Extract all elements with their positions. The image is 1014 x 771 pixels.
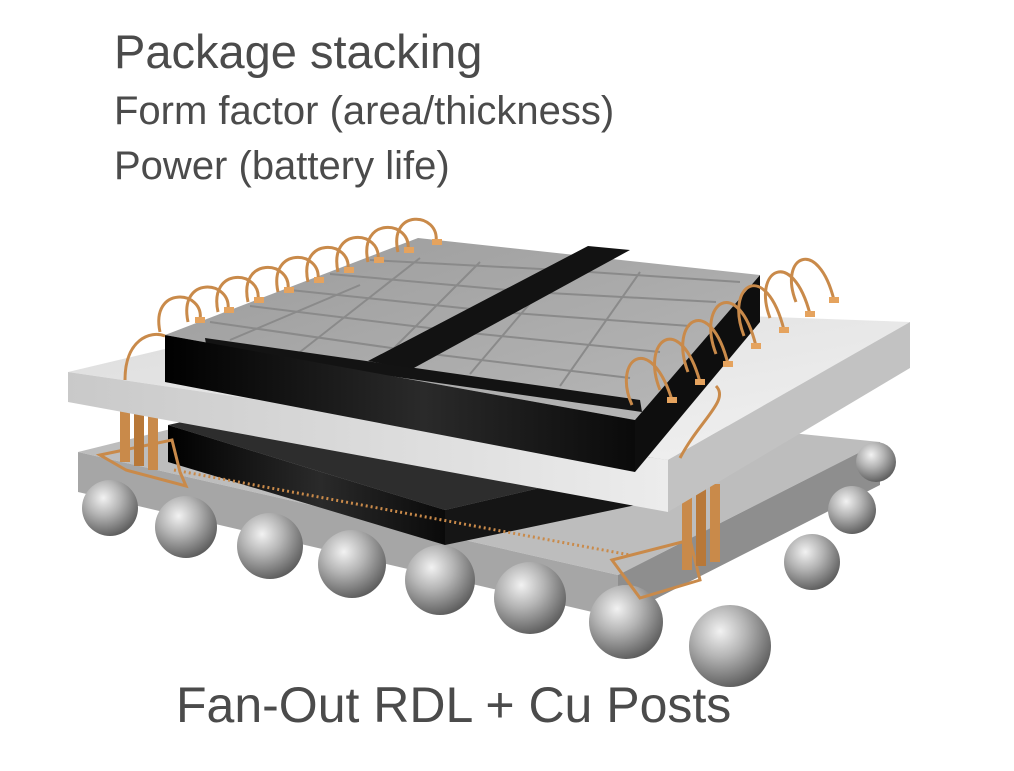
page-title: Package stacking <box>114 25 483 78</box>
wire-bond-icon <box>335 236 380 273</box>
copper-posts <box>120 392 720 570</box>
wire-bond-icon <box>275 256 320 293</box>
solder-ball-icon <box>155 496 217 558</box>
solder-ball-icon <box>82 480 138 536</box>
solder-ball-icon <box>318 530 386 598</box>
wire-bond-icon <box>737 284 786 337</box>
wire-bond-icon <box>157 295 202 333</box>
copper-post-icon <box>696 488 706 566</box>
wire-bond-icon <box>790 257 836 303</box>
solder-ball-icon <box>689 605 771 687</box>
wire-bond-icon <box>305 246 350 283</box>
wire-bond-icon <box>245 266 290 303</box>
solder-ball-icon <box>856 442 896 482</box>
copper-post-icon <box>710 484 720 562</box>
solder-balls <box>82 442 896 687</box>
bullet-power: Power (battery life) <box>114 144 450 188</box>
copper-post-icon <box>134 396 144 466</box>
solder-ball-icon <box>589 585 663 659</box>
wire-bond-icon <box>395 217 438 253</box>
copper-post-icon <box>148 400 158 470</box>
wire-bond-icon <box>215 276 260 313</box>
wire-bond-icon <box>123 332 166 381</box>
wire-bond-icon <box>624 356 674 406</box>
wire-bond-icon <box>365 226 410 263</box>
solder-ball-icon <box>405 545 475 615</box>
solder-ball-icon <box>494 562 566 634</box>
solder-ball-icon <box>784 534 840 590</box>
bond-pads <box>195 239 839 403</box>
wire-bonds <box>123 217 836 459</box>
wire-bond-icon <box>185 285 230 323</box>
wire-bond-icon <box>653 337 702 391</box>
copper-post-icon <box>120 392 130 462</box>
solder-ball-icon <box>237 513 303 579</box>
wire-bond-icon <box>764 270 812 319</box>
diagram-caption: Fan-Out RDL + Cu Posts <box>176 677 732 733</box>
wire-bond-icon <box>681 319 730 373</box>
bullet-form-factor: Form factor (area/thickness) <box>114 89 615 133</box>
wire-bond-icon <box>678 384 722 459</box>
copper-post-icon <box>682 492 692 570</box>
solder-ball-icon <box>828 486 876 534</box>
wire-bond-icon <box>709 301 758 355</box>
